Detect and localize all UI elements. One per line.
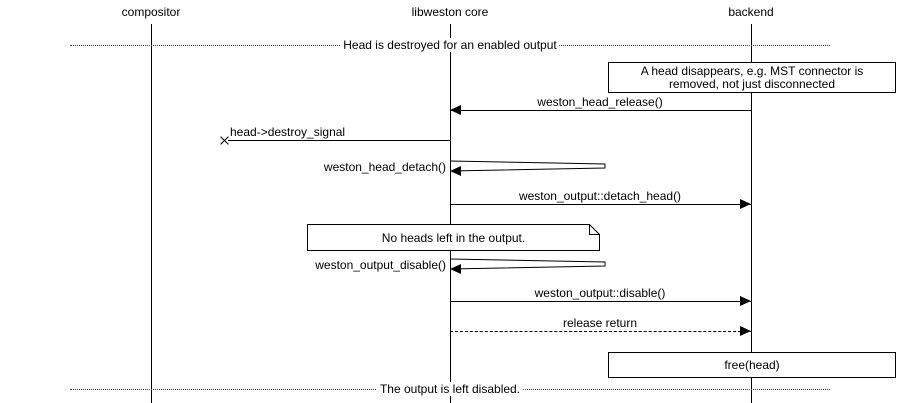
note-head-disappears: A head disappears, e.g. MST connector is… <box>608 62 896 93</box>
note-no-heads-left: No heads left in the output. <box>307 224 600 251</box>
lifeline-compositor <box>151 24 152 403</box>
separator-label-top: Head is destroyed for an enabled output <box>340 38 560 52</box>
separator-label-bottom: The output is left disabled. <box>376 382 524 396</box>
message-label-weston-head-detach: weston_head_detach() <box>323 160 446 174</box>
message-line-weston-output-disable <box>450 301 751 302</box>
message-label-weston-output-disable-local: weston_output_disable() <box>315 258 446 272</box>
message-label-release-return: release return <box>562 316 638 330</box>
message-line-head-destroy-signal <box>228 140 450 141</box>
lifeline-label-compositor: compositor <box>121 5 181 19</box>
message-label-weston-head-release: weston_head_release() <box>537 95 663 109</box>
note-free-head-text: free(head) <box>724 357 780 372</box>
lifeline-label-backend: backend <box>728 5 774 19</box>
message-label-weston-output-detach-head: weston_output::detach_head() <box>518 189 682 203</box>
message-label-head-destroy-signal: head->destroy_signal <box>230 125 346 139</box>
lifeline-backend <box>751 24 752 403</box>
message-label-weston-output-disable: weston_output::disable() <box>534 286 666 300</box>
note-head-disappears-text: A head disappears, e.g. MST connector is… <box>640 63 864 91</box>
message-x-terminator-head-destroy-signal <box>219 135 230 146</box>
lifeline-label-libweston-core: libweston core <box>411 5 489 19</box>
message-selfcall-weston-head-detach <box>449 158 620 180</box>
message-selfcall-weston-output-disable-local <box>449 256 620 278</box>
message-arrowhead-weston-output-detach-head <box>740 199 751 209</box>
message-arrowhead-weston-head-detach <box>450 166 461 176</box>
message-line-weston-output-detach-head <box>450 204 751 205</box>
message-arrowhead-weston-output-disable <box>740 296 751 306</box>
message-line-weston-head-release <box>450 110 751 111</box>
message-arrowhead-weston-output-disable-local <box>450 264 461 274</box>
message-line-release-return <box>450 331 751 332</box>
message-arrowhead-release-return <box>740 326 751 336</box>
lifeline-libweston-core <box>450 24 451 403</box>
message-arrowhead-weston-head-release <box>450 105 461 115</box>
note-free-head: free(head) <box>608 352 896 378</box>
note-no-heads-left-text: No heads left in the output. <box>381 230 526 245</box>
